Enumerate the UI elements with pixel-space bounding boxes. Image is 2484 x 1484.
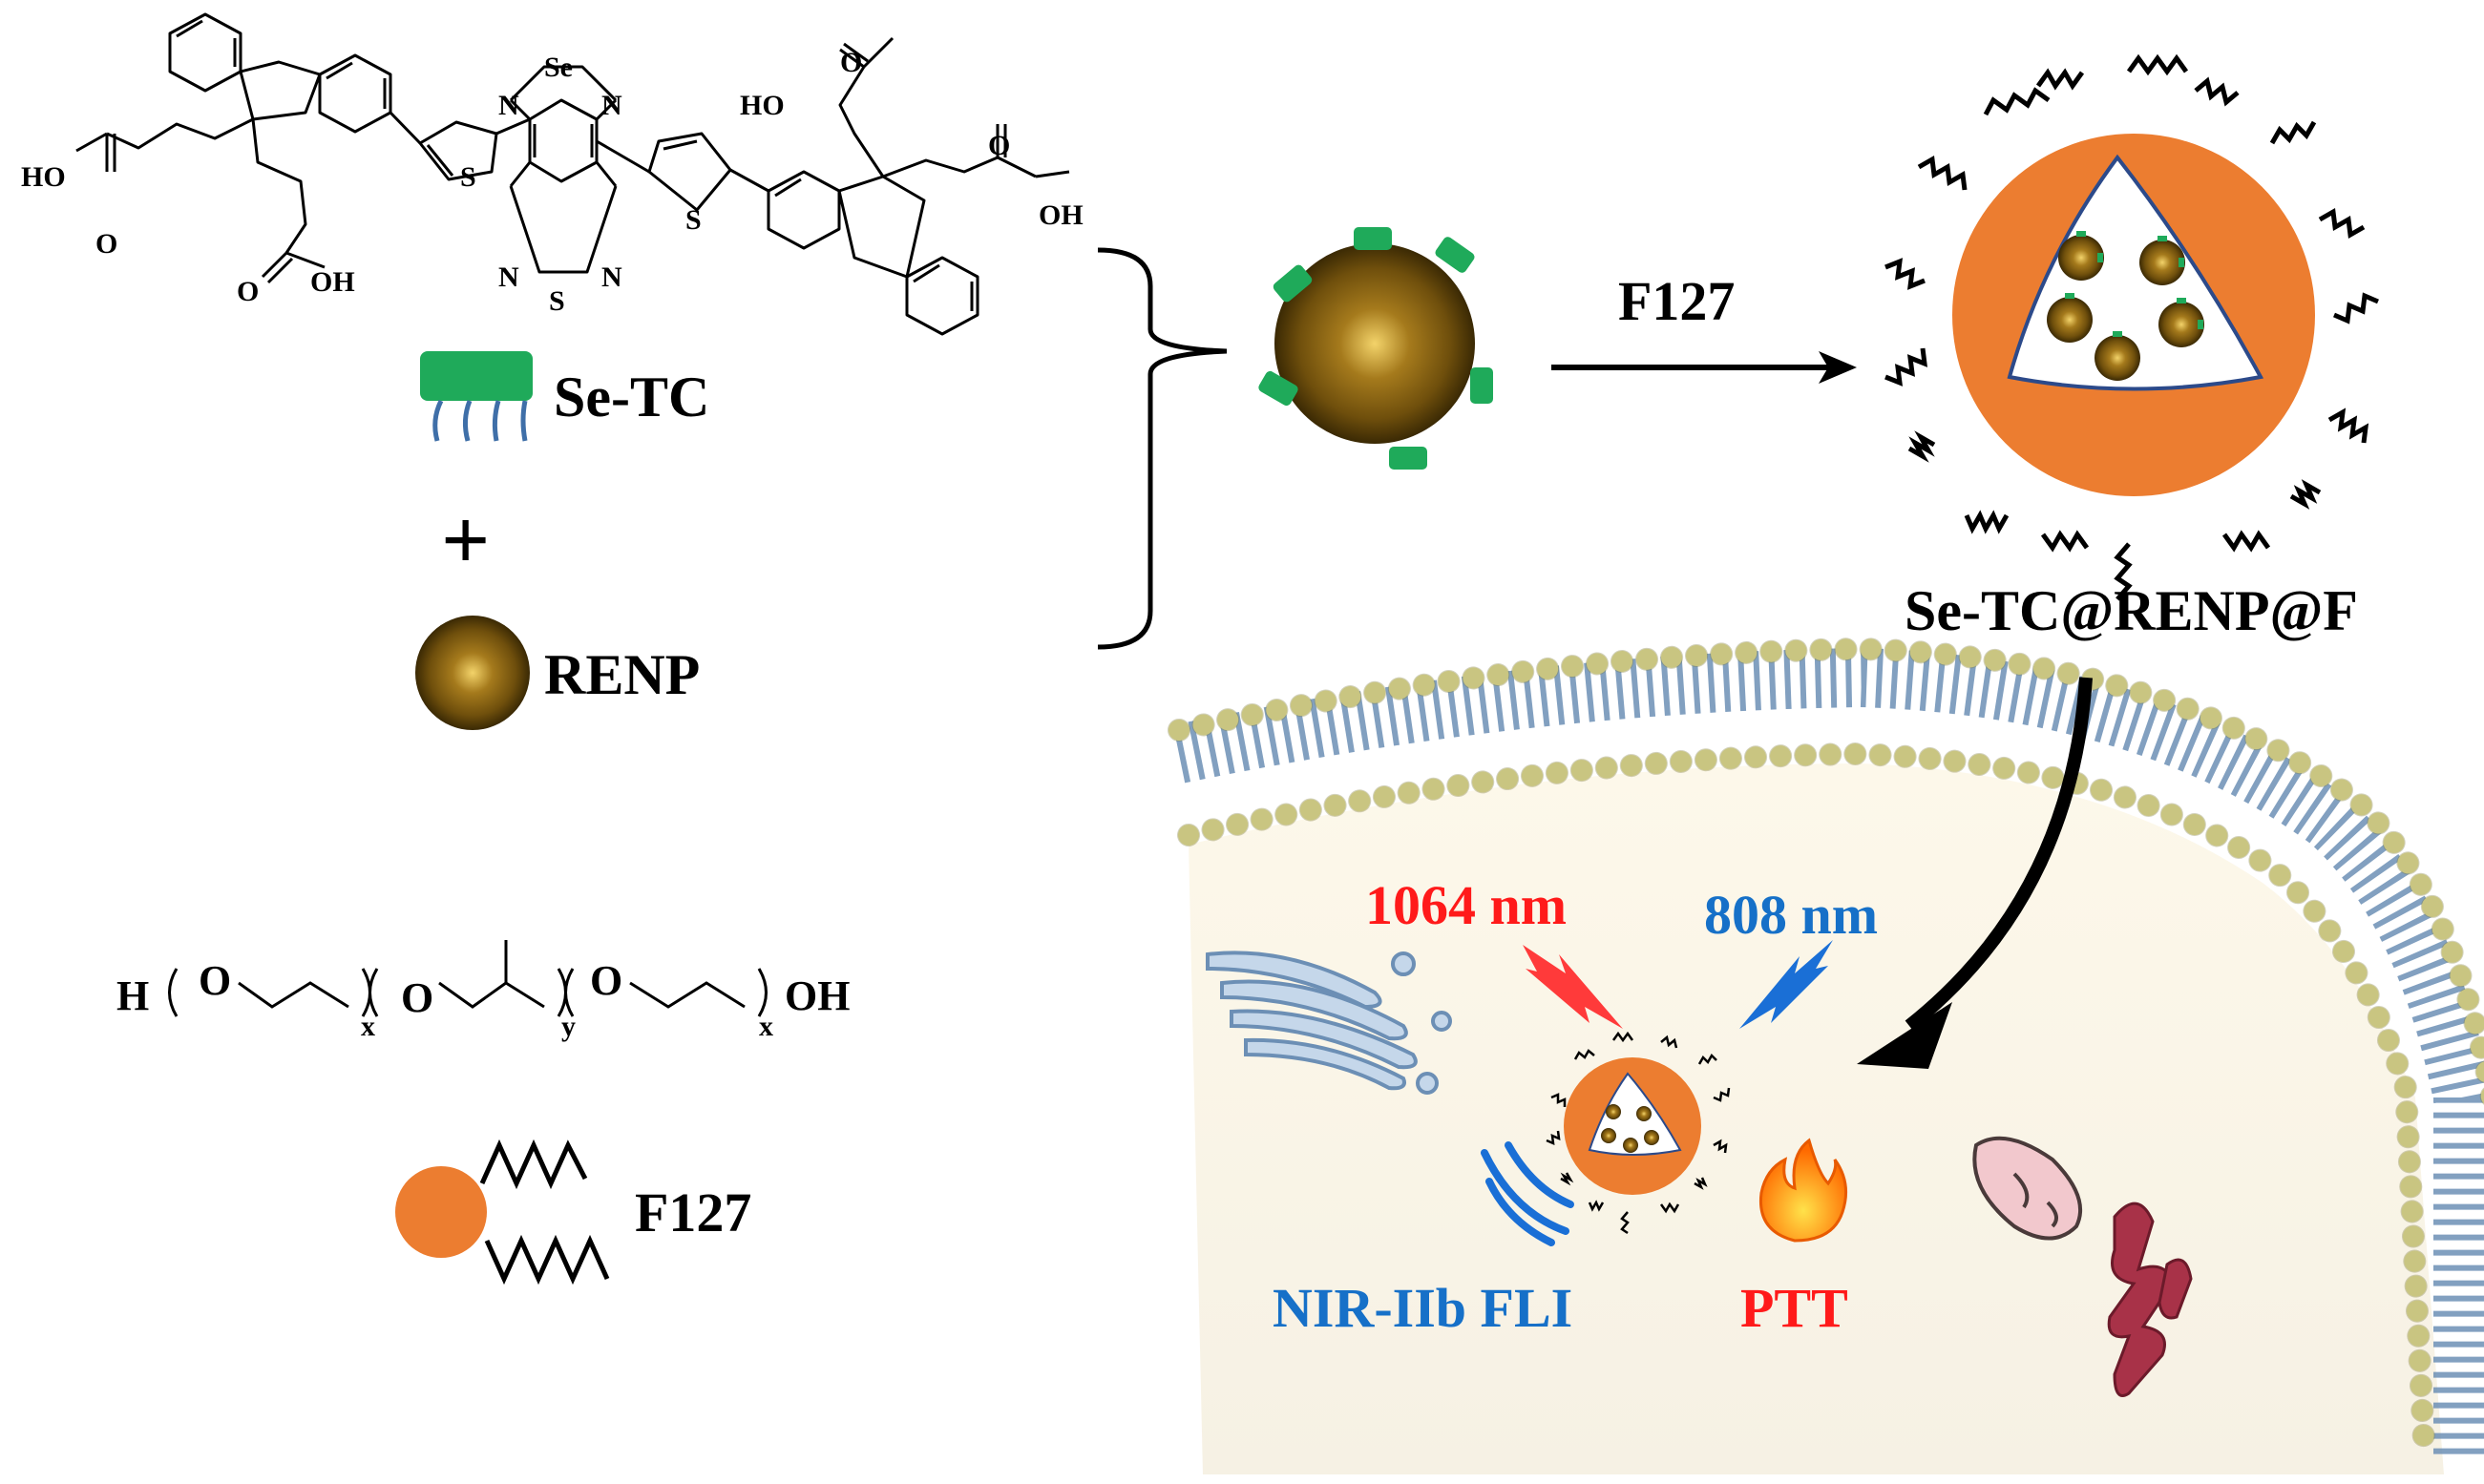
atom-oh: OH bbox=[1039, 199, 1084, 231]
se-tc-coated-renp bbox=[1258, 227, 1493, 470]
atom-se: Se bbox=[544, 52, 573, 83]
wavelength-808-label: 808 nm bbox=[1704, 884, 1878, 946]
grouping-brace bbox=[1097, 247, 1228, 650]
product-label: Se-TC@RENP@F bbox=[1905, 579, 2358, 642]
f127-icon bbox=[395, 1139, 610, 1285]
atom-o: O bbox=[988, 130, 1010, 161]
golgi-apparatus bbox=[1206, 951, 1452, 1095]
endoplasmic-reticulum bbox=[2107, 1202, 2193, 1397]
membrane-heads-inner bbox=[1178, 742, 2435, 1471]
renp-label: RENP bbox=[544, 643, 700, 706]
f127-structure bbox=[168, 940, 768, 1017]
atom-n: N bbox=[498, 261, 519, 293]
atom-o: O bbox=[95, 228, 117, 260]
atom-n: N bbox=[601, 90, 622, 121]
atom-o: O bbox=[199, 957, 231, 1004]
atom-s: S bbox=[685, 204, 702, 236]
se-tc-structure bbox=[75, 12, 1070, 336]
atom-ho: HO bbox=[740, 90, 785, 121]
atom-s: S bbox=[460, 161, 476, 193]
micelle-small bbox=[1546, 1031, 1731, 1235]
atom-o: O bbox=[237, 276, 259, 307]
atom-s: S bbox=[549, 285, 565, 317]
atom-o: O bbox=[840, 47, 862, 78]
atom-n: N bbox=[498, 90, 519, 121]
plus-sign: + bbox=[441, 493, 490, 588]
f127-arrow-label: F127 bbox=[1618, 270, 1735, 332]
se-tc-atom-labels: Se N N N N S S S HO O O OH HO O O OH bbox=[21, 47, 1084, 317]
membrane-tails bbox=[1172, 647, 2484, 1460]
laser-1064-bolt-icon bbox=[1523, 945, 1623, 1029]
renp-icon bbox=[415, 616, 530, 730]
atom-o: O bbox=[401, 974, 433, 1021]
atom-oh: OH bbox=[310, 266, 355, 298]
wavelength-1064-label: 1064 nm bbox=[1365, 874, 1567, 936]
atom-oh: OH bbox=[785, 972, 850, 1019]
membrane-heads-inner-edge bbox=[1177, 742, 2436, 1472]
subscript-x: x bbox=[361, 1011, 375, 1042]
membrane-heads-outer bbox=[1168, 637, 2484, 1105]
atom-ho: HO bbox=[21, 161, 66, 193]
uptake-arrowhead bbox=[1857, 1002, 1952, 1069]
se-tc-icon bbox=[420, 351, 533, 442]
atom-o: O bbox=[590, 957, 622, 1004]
imaging-label: NIR-IIb FLI bbox=[1273, 1277, 1572, 1339]
atom-n: N bbox=[601, 261, 622, 293]
uptake-arrow bbox=[1905, 677, 2093, 1032]
therapy-label: PTT bbox=[1740, 1277, 1848, 1339]
subscript-x: x bbox=[759, 1011, 773, 1042]
mitochondrion bbox=[1972, 1136, 2083, 1241]
membrane-heads-outer-edge bbox=[1168, 637, 2484, 1106]
f127-reagent-label: F127 bbox=[635, 1181, 751, 1244]
fluorescence-waves-icon bbox=[1481, 1141, 1574, 1246]
atom-h: H bbox=[116, 972, 149, 1019]
micelle-large bbox=[1884, 53, 2379, 601]
laser-808-bolt-icon bbox=[1739, 940, 1833, 1029]
reaction-arrowhead bbox=[1819, 351, 1857, 384]
se-tc-label: Se-TC bbox=[554, 366, 709, 428]
heat-flame-icon bbox=[1758, 1138, 1848, 1243]
f127-formula-labels: H O O O OH x y x bbox=[116, 957, 850, 1042]
subscript-y: y bbox=[561, 1011, 576, 1042]
